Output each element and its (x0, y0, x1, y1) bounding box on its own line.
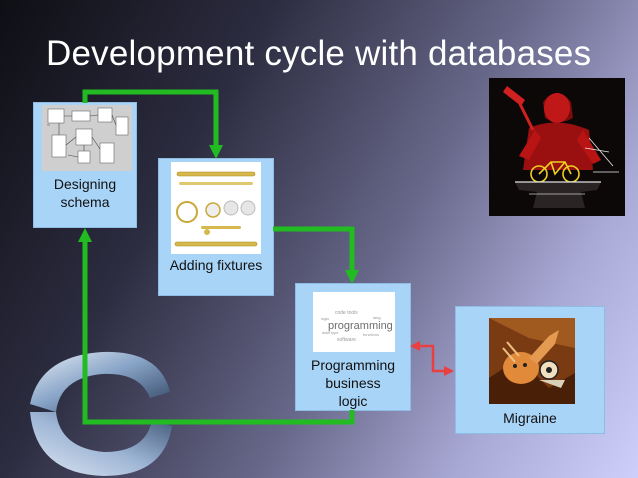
bathroom-fixtures-thumbnail (171, 162, 261, 254)
svg-text:software: software (337, 337, 356, 343)
blacksmith-poster (489, 78, 625, 216)
arrowhead-to-programming (410, 341, 420, 351)
step-label-programming: Programming business logic (296, 356, 410, 410)
svg-text:lang: lang (373, 315, 381, 320)
word-cloud-image: code tools logic lang data type function… (313, 292, 395, 352)
slide-title: Development cycle with databases (46, 34, 592, 73)
arrowhead-schema-to-fixtures (209, 145, 223, 159)
bathroom-fixtures-image (171, 162, 261, 254)
arrowhead-programming-to-schema (78, 228, 92, 242)
step-card-programming-business-logic: code tools logic lang data type function… (296, 284, 410, 410)
step-label-adding-fixtures: Adding fixtures (169, 257, 263, 273)
step-label-migraine: Migraine (503, 410, 557, 426)
step-card-adding-fixtures: Adding fixtures (159, 159, 273, 295)
step-label-line: business (325, 375, 381, 391)
step-card-migraine: Migraine (456, 307, 604, 433)
arrowhead-fixtures-to-programming (345, 270, 359, 284)
step-card-designing-schema: Designing schema (34, 103, 136, 227)
step-label-line: logic (338, 393, 368, 409)
step-label-line: Designing (53, 176, 117, 192)
migraine-painting-image (489, 318, 575, 404)
svg-text:functions: functions (363, 332, 379, 337)
step-label-line: Programming (310, 357, 396, 373)
schema-diagram-image (42, 105, 132, 171)
svg-text:code tools: code tools (335, 310, 358, 316)
programming-word-cloud-thumbnail: code tools logic lang data type function… (313, 292, 395, 352)
arrow-programming-migraine (420, 344, 444, 373)
step-label-line: schema (60, 194, 110, 210)
blacksmith-poster-image (489, 78, 625, 216)
arrowhead-to-migraine (444, 366, 454, 376)
schema-diagram-thumbnail (42, 105, 132, 171)
step-label-designing-schema: Designing schema (34, 175, 136, 211)
migraine-painting-thumbnail (489, 318, 575, 404)
arrow-fixtures-to-programming (273, 226, 355, 272)
word-cloud-title: programming (328, 320, 393, 332)
